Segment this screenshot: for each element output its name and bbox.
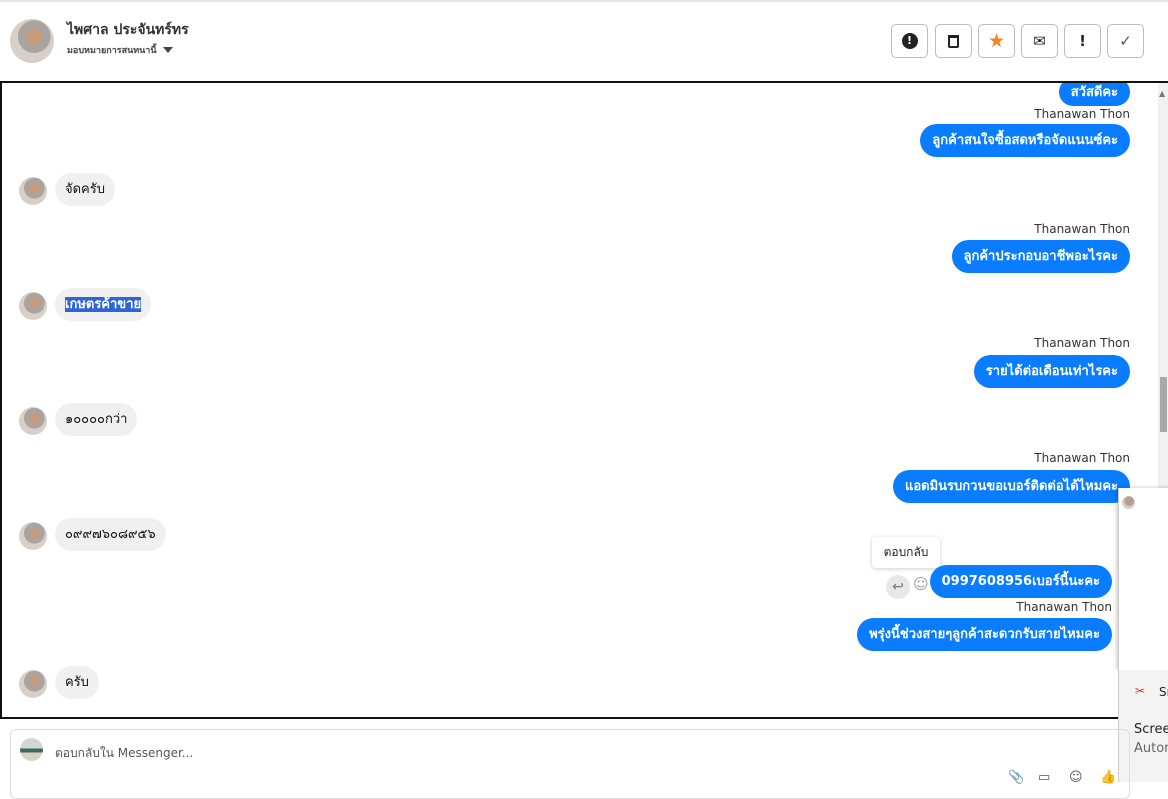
sender-name: Thanawan Thon <box>1016 600 1112 614</box>
sender-name: Thanawan Thon <box>1034 107 1130 121</box>
message-in: ครับ <box>55 666 99 699</box>
mail-open-icon: ✉ <box>1033 32 1046 50</box>
attach-icon[interactable]: 📎 <box>1008 770 1025 785</box>
important-button[interactable]: ! <box>1064 24 1101 58</box>
contact-avatar-small <box>19 177 47 205</box>
contact-avatar-small <box>19 407 47 435</box>
message-out: สวัสดีคะ <box>1058 83 1130 106</box>
message-out: 0997608956เบอร์นี้นะคะ <box>929 565 1112 598</box>
page-avatar <box>20 738 43 761</box>
mark-done-button[interactable]: ✓ <box>1107 24 1144 58</box>
contact-avatar-small <box>19 292 47 320</box>
caret-down-icon <box>162 47 173 53</box>
assign-label: มอบหมายการสนทนานี้ <box>67 46 157 56</box>
reply-icon[interactable]: ↩ <box>886 575 910 599</box>
exclamation-icon: ! <box>1079 32 1086 50</box>
preview-avatar <box>1122 496 1135 509</box>
conversation-thread: สวัสดีคะ Thanawan Thon ลูกค้าสนใจซื้อสดห… <box>0 81 1168 719</box>
scrollbar[interactable]: ▲ <box>1158 83 1168 717</box>
notification-title: Scree <box>1134 722 1168 737</box>
chat-preview-popup[interactable] <box>1118 488 1168 670</box>
message-in: จัดครับ <box>55 173 115 206</box>
emoji-icon[interactable]: ☺ <box>1069 770 1083 785</box>
saved-replies-icon[interactable]: ▭ <box>1038 770 1051 785</box>
message-out: ลูกค้าประกอบอาชีพอะไรคะ <box>951 240 1130 273</box>
alert-circle-icon: ! <box>901 33 918 49</box>
message-in: ๑๐๐๐๐กว่า <box>55 403 138 436</box>
contact-avatar-small <box>19 522 47 550</box>
message-out: ลูกค้าสนใจซื้อสดหรือจัดแนนซ์คะ <box>920 124 1130 157</box>
notification-app: Sn <box>1159 685 1168 699</box>
contact-name: ไพศาล ประจันทร์ทร <box>67 22 189 38</box>
reply-input[interactable]: ตอบกลับใน Messenger... <box>55 746 194 760</box>
mark-spam-button[interactable]: ! <box>891 24 928 58</box>
reply-composer[interactable] <box>10 729 1130 799</box>
contact-avatar-small <box>19 670 47 698</box>
reply-tooltip: ตอบกลับ <box>872 537 940 568</box>
like-icon[interactable]: 👍 <box>1100 770 1117 785</box>
check-icon: ✓ <box>1119 32 1132 50</box>
notification-body: Autor <box>1134 741 1168 756</box>
sender-name: Thanawan Thon <box>1034 336 1130 350</box>
sender-name: Thanawan Thon <box>1034 222 1130 236</box>
contact-avatar <box>10 19 54 63</box>
assign-conversation-dropdown[interactable]: มอบหมายการสนทนานี้ <box>67 43 173 57</box>
star-button[interactable]: ★ <box>978 24 1015 58</box>
delete-button[interactable] <box>935 24 972 58</box>
message-out: รายได้ต่อเดือนเท่าไรคะ <box>973 355 1130 388</box>
react-emoji-icon[interactable]: ☺ <box>913 575 929 593</box>
star-icon: ★ <box>987 30 1006 52</box>
message-in: ๐๙๙๗๖๐๘๙๕๖ <box>55 518 166 551</box>
top-divider <box>0 0 1168 2</box>
snipping-tool-icon: ✂ <box>1135 684 1146 698</box>
sender-name: Thanawan Thon <box>1034 451 1130 465</box>
snipping-notification[interactable]: ✂ Sn Scree Autor <box>1118 670 1168 782</box>
message-in: เกษตรค้าขาย <box>55 288 152 321</box>
message-out: แอดมินรบกวนขอเบอร์ติดต่อได้ไหมคะ <box>892 470 1130 503</box>
scrollbar-thumb[interactable] <box>1160 377 1167 432</box>
mark-unread-button[interactable]: ✉ <box>1021 24 1058 58</box>
scroll-up-icon[interactable]: ▲ <box>1159 89 1166 98</box>
selected-text: เกษตรค้าขาย <box>65 297 142 312</box>
trash-icon <box>948 34 959 48</box>
message-out: พรุ่งนี้ช่วงสายๆลูกค้าสะดวกรับสายไหมคะ <box>857 618 1112 651</box>
